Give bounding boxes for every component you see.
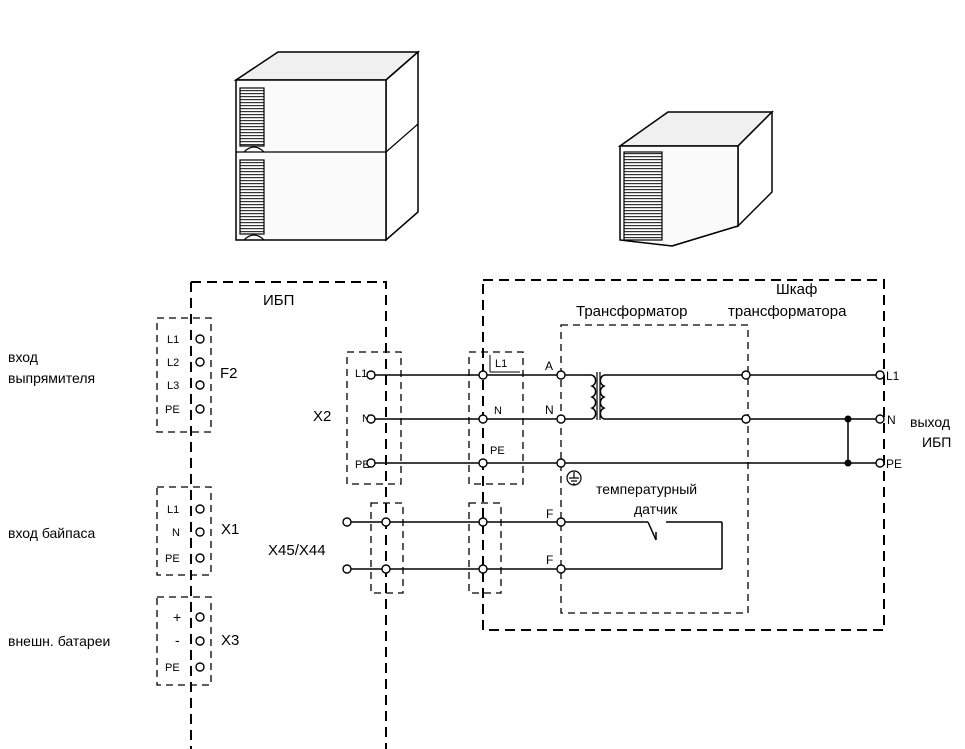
transformer-boundary: [560, 324, 749, 614]
bypass-input-label: вход байпаса: [8, 525, 95, 541]
ups-output-label-2: ИБП: [922, 434, 951, 450]
connector-x1-box: [156, 486, 212, 576]
rectifier-input-label: вход: [8, 349, 38, 365]
cabinet-terminal-label: L1: [495, 358, 507, 370]
terminal: [195, 357, 205, 367]
trafo-pin-label: F: [546, 507, 553, 521]
x2-terminal-label: N: [362, 413, 370, 425]
transformer-cabinet-boundary: [482, 279, 885, 631]
transformer-title: Трансформатор: [576, 303, 688, 320]
x1-terminal-label: L1: [167, 504, 179, 516]
x1-terminal-label: N: [172, 527, 180, 539]
x2-terminal-label: L1: [355, 368, 367, 380]
x3-terminal-label: -: [175, 632, 180, 648]
x45-name: X45/X44: [268, 542, 326, 559]
ups-output-label: выход: [910, 414, 950, 430]
wire-terminals: [342, 370, 885, 574]
ups-cabinet-illustration: [233, 50, 420, 242]
output-terminal-label: L1: [886, 369, 900, 383]
cabinet-title-2: трансформатора: [728, 303, 847, 320]
connector-f2-box: [156, 317, 212, 433]
f2-terminal-label: PE: [165, 404, 180, 416]
output-terminal-label: PE: [886, 457, 902, 471]
f2-terminal-label: L2: [167, 357, 179, 369]
terminal: [195, 612, 205, 622]
x2-name: X2: [313, 408, 331, 425]
ext-batteries-label: внешн. батареи: [8, 633, 110, 649]
cabinet-terminal-label: PE: [490, 445, 505, 457]
terminal: [195, 334, 205, 344]
connector-x45: X45/X44: [268, 502, 502, 594]
terminal: [195, 404, 205, 414]
terminal: [195, 553, 205, 563]
f2-name: F2: [220, 365, 238, 382]
temp-sensor-label-2: датчик: [634, 501, 678, 517]
terminal: [195, 636, 205, 646]
cabinet-input-box: [468, 351, 524, 485]
cabinet-terminal-label: N: [494, 405, 502, 417]
f2-terminal-label: L1: [167, 334, 179, 346]
x1-terminal-label: PE: [165, 553, 180, 565]
x3-terminal-label: PE: [165, 662, 180, 674]
cabinet-title: Шкаф: [776, 281, 817, 298]
ups-boundary: [190, 281, 387, 749]
x3-name: X3: [221, 632, 239, 649]
terminal: [195, 504, 205, 514]
x1-name: X1: [221, 521, 239, 538]
x3-terminal-label: +: [173, 609, 181, 625]
trafo-pin-label: A: [545, 359, 553, 373]
f2-terminal-label: L3: [167, 380, 179, 392]
connector-x2-box: [346, 351, 402, 485]
connector-x2: L1 N PE X2: [313, 351, 402, 485]
trafo-pin-label: N: [545, 403, 554, 417]
terminal: [195, 527, 205, 537]
output-terminal-label: N: [887, 413, 896, 427]
trafo-pin-label: F: [546, 553, 553, 567]
transformer-coils: [590, 372, 606, 420]
temp-sensor-label: температурный: [596, 481, 697, 497]
terminal: [195, 662, 205, 672]
ground-icon: [566, 470, 582, 486]
x45-box-right: [468, 502, 502, 594]
cabinet-input-terminals: L1 N PE: [468, 351, 524, 485]
ups-title: ИБП: [263, 292, 294, 309]
transformer-cabinet-illustration: [617, 110, 774, 247]
connector-x1: L1 N PE X1: [156, 486, 239, 576]
wiring: [347, 374, 880, 570]
connector-x3: + - PE X3: [156, 596, 239, 686]
x45-box-left: [370, 502, 404, 594]
connector-f2: L1 L2 L3 PE F2: [156, 317, 238, 433]
terminal: [195, 380, 205, 390]
rectifier-input-label-2: выпрямителя: [8, 370, 95, 386]
x2-terminal-label: PE: [355, 459, 370, 471]
connector-x3-box: [156, 596, 212, 686]
